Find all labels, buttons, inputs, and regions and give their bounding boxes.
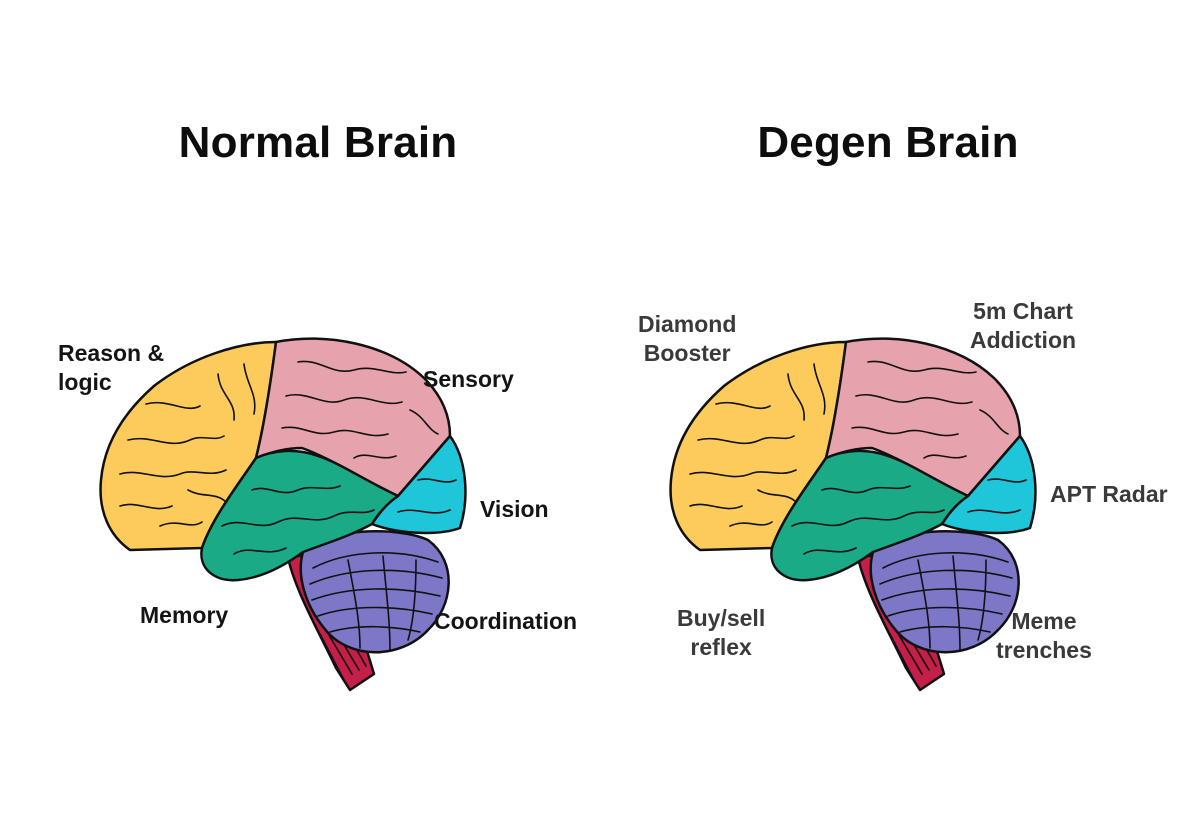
normal-frontal-gyri — [119, 363, 256, 527]
degen-label-frontal: Diamond Booster — [638, 310, 736, 368]
degen-label-occipital-line-1: APT Radar — [1050, 481, 1168, 507]
normal-brain-title: Normal Brain — [178, 118, 458, 167]
degen-label-cerebellum-line-1: Meme — [1011, 608, 1077, 634]
degen-temporal-gyri — [791, 485, 945, 555]
normal-brain-stem-ridges — [319, 623, 367, 681]
normal-label-occipital: Vision — [480, 495, 549, 524]
degen-brain-illustration — [668, 330, 1048, 700]
degen-label-parietal-line-2: Addiction — [970, 327, 1077, 353]
normal-brain-illustration — [98, 330, 478, 700]
degen-occipital-gyri — [967, 478, 1027, 514]
normal-parietal-gyri — [281, 360, 439, 459]
normal-label-parietal: Sensory — [423, 365, 514, 394]
normal-label-frontal-line-2: logic — [58, 369, 112, 395]
degen-brain-stem-ridges — [889, 623, 937, 681]
normal-label-frontal-line-1: Reason & — [58, 340, 165, 366]
normal-temporal-lobe — [200, 449, 400, 582]
normal-label-frontal: Reason & logic — [58, 339, 164, 397]
degen-temporal-lobe — [770, 449, 970, 582]
degen-parietal-gyri — [851, 360, 1009, 459]
degen-brain-title: Degen Brain — [757, 118, 1019, 167]
degen-label-frontal-line-2: Booster — [643, 340, 731, 366]
degen-label-parietal: 5m Chart Addiction — [970, 297, 1076, 355]
degen-frontal-gyri — [689, 363, 826, 527]
normal-label-temporal-line-1: Memory — [140, 602, 229, 628]
degen-label-parietal-line-1: 5m Chart — [973, 298, 1073, 324]
normal-brain-svg — [99, 337, 467, 692]
normal-label-cerebellum-line-1: Coordination — [434, 608, 578, 634]
normal-label-occipital-line-1: Vision — [480, 496, 549, 522]
degen-cerebellum-folia — [879, 552, 1013, 651]
degen-label-temporal-line-2: reflex — [690, 634, 752, 660]
normal-occipital-gyri — [397, 478, 457, 514]
degen-brain-svg — [669, 337, 1037, 692]
normal-cerebellum-folia — [309, 552, 443, 651]
normal-temporal-gyri — [221, 485, 375, 555]
degen-label-cerebellum: Meme trenches — [996, 607, 1092, 665]
normal-label-temporal: Memory — [140, 601, 228, 630]
degen-label-frontal-line-1: Diamond — [638, 311, 737, 337]
degen-label-temporal-line-1: Buy/sell — [677, 605, 766, 631]
degen-label-cerebellum-line-2: trenches — [996, 637, 1092, 663]
normal-label-parietal-line-1: Sensory — [423, 366, 514, 392]
degen-label-temporal: Buy/sell reflex — [677, 604, 765, 662]
degen-label-occipital: APT Radar — [1050, 480, 1168, 509]
normal-label-cerebellum: Coordination — [434, 607, 577, 636]
